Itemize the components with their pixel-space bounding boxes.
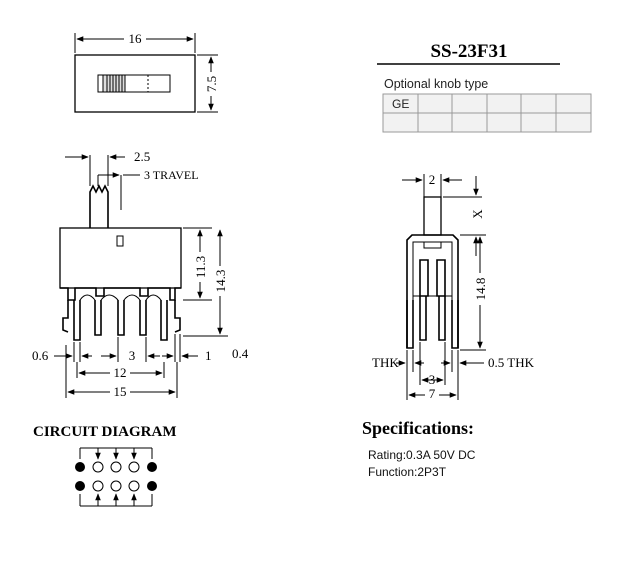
dim-side-pitch: 3 [429,372,436,387]
terminal-2b [92,480,104,492]
dim-side-width: 7 [429,386,436,401]
dim-span-total: 15 [114,384,127,399]
knob-type-header: Optional knob type [384,77,488,91]
dim-side-x: X [470,209,485,219]
dim-side-thk-right: 0.5 THK [488,355,535,370]
specs-title: Specifications: [362,418,474,438]
spec-rating: Rating:0.3A 50V DC [368,448,476,462]
spec-function: Function:2P3T [368,465,447,479]
dim-span-inner: 12 [114,365,127,380]
terminal-1e [147,462,157,472]
dim-pin-width: 0.6 [32,348,49,363]
terminal-2c [110,480,122,492]
side-view: 2 X 14.8 THK 0.5 THK 3 7 [372,172,535,401]
dim-side-top: 2 [429,172,436,187]
dim-top-height: 7.5 [204,76,219,92]
top-view-slot [97,74,171,93]
dim-height-total: 14.3 [213,270,228,293]
terminal-2e [147,481,157,491]
dim-side-height: 14.8 [473,278,488,301]
circuit-title: CIRCUIT DIAGRAM [33,424,176,440]
dim-travel: 3 TRAVEL [144,168,199,182]
dim-thickness: 0.4 [232,346,249,361]
dim-side-thk-left: THK [372,355,399,370]
knob-cell-ge: GE [392,97,409,111]
top-view-body [74,54,196,113]
terminal-1a [75,462,85,472]
dim-height-inner: 11.3 [193,256,208,278]
dim-pin-pitch: 3 [129,348,136,363]
terminal-2d [128,480,140,492]
dim-gap: 1 [205,348,212,363]
terminal-1d [128,461,140,473]
dim-pitch-top: 2.5 [134,149,150,164]
circuit-diagram [75,447,157,507]
dim-top-width: 16 [129,31,143,46]
top-view: 16 7.5 [74,31,219,113]
knob-type-table: GE [382,93,592,133]
terminal-2a [75,481,85,491]
front-view-body [59,227,182,289]
front-view: 2.5 3 TRAVEL 11.3 14.3 0.6 3 [32,149,249,399]
model-title: SS-23F31 [430,41,507,62]
terminal-1b [92,461,104,473]
terminal-1c [110,461,122,473]
